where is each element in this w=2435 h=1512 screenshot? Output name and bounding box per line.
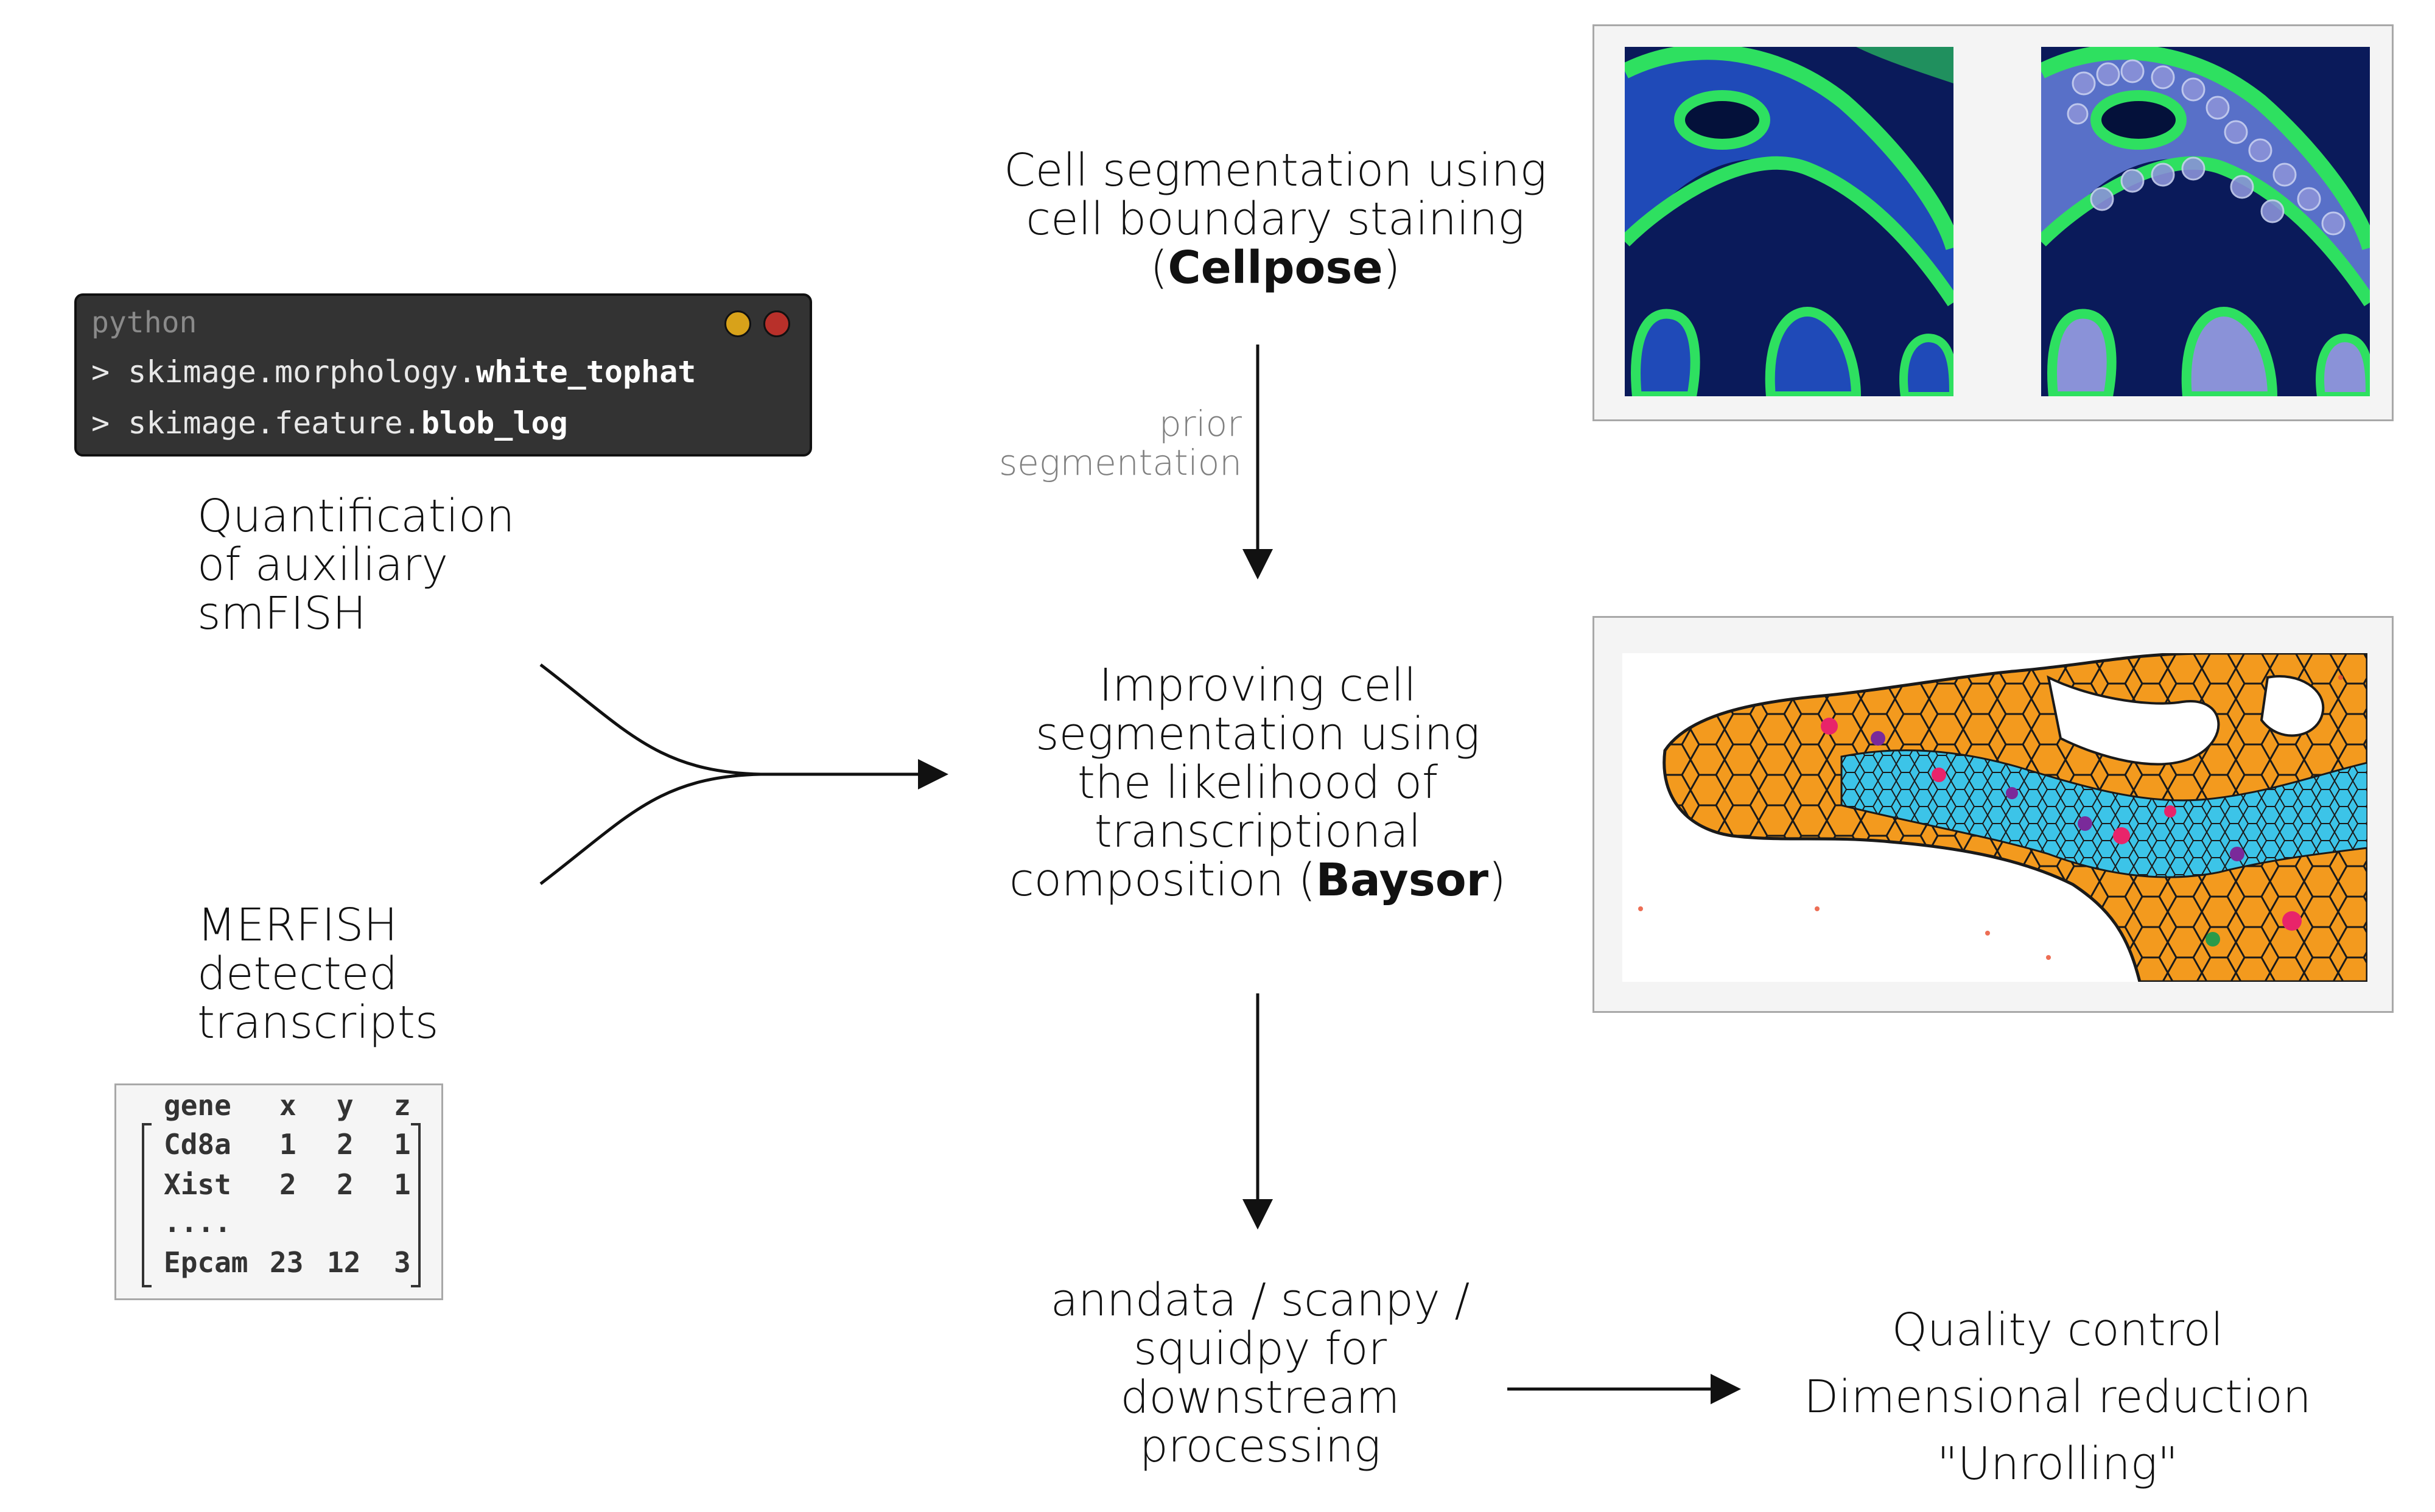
prior-segmentation-note: prior segmentation	[998, 403, 1242, 483]
table-cell: Cd8a	[164, 1128, 231, 1161]
table-cell: Epcam	[164, 1246, 248, 1279]
table-ellipsis: ....	[164, 1206, 231, 1239]
merge-curve-top	[539, 663, 762, 776]
merge-curve-bottom	[539, 772, 762, 885]
baysor-segmentation-image	[1622, 653, 2367, 982]
cellpose-tool-name: Cellpose	[1168, 242, 1383, 294]
segmented-cells-image	[2041, 47, 2370, 396]
step-quality-control: Quality control	[1891, 1304, 2224, 1356]
table-cell: 1	[279, 1128, 296, 1161]
table-cell: 2	[279, 1168, 296, 1201]
window-red-button	[763, 310, 790, 337]
smfish-label: Quantification of auxiliary smFISH	[197, 490, 515, 640]
terminal-language: python	[91, 306, 197, 340]
table-cell: 23	[270, 1246, 304, 1279]
window-yellow-button	[724, 310, 751, 337]
analysis-steps: Quality control Dimensional reduction "U…	[1765, 1297, 2350, 1497]
table-cell: Xist	[164, 1168, 231, 1201]
merfish-label: MERFISH detected transcripts	[197, 899, 439, 1049]
table-header-y: y	[337, 1089, 354, 1122]
step-unrolling: "Unrolling"	[1936, 1438, 2179, 1490]
baysor-step-label: Improving cell segmentation using the li…	[1009, 659, 1507, 906]
cellpose-step-label: Cell segmentation using cell boundary st…	[1004, 144, 1547, 294]
baysor-tool-name: Baysor	[1316, 854, 1489, 906]
table-header-z: z	[394, 1089, 411, 1122]
cellpose-image-panel	[1592, 24, 2394, 421]
table-header-gene: gene	[164, 1089, 231, 1122]
terminal-line-2: > skimage.feature.blob_log	[91, 405, 568, 441]
terminal-line-1: > skimage.morphology.white_tophat	[91, 354, 696, 390]
code-terminal: python > skimage.morphology.white_tophat…	[74, 293, 812, 457]
table-cell: 12	[327, 1246, 361, 1279]
table-cell: 2	[337, 1128, 354, 1161]
table-cell: 1	[394, 1168, 411, 1201]
table-header-x: x	[279, 1089, 296, 1122]
baysor-image-panel	[1592, 616, 2394, 1013]
step-dimensional-reduction: Dimensional reduction	[1804, 1371, 2311, 1423]
matrix-brackets	[142, 1123, 421, 1287]
raw-stain-image	[1625, 47, 1953, 396]
transcript-table: gene x y z Cd8a 1 2 1 Xist 2 2 1 .... Ep…	[114, 1083, 443, 1300]
table-cell: 3	[394, 1246, 411, 1279]
table-cell: 2	[337, 1168, 354, 1201]
table-cell: 1	[394, 1128, 411, 1161]
downstream-step-label: anndata / scanpy / squidpy for downstrea…	[1050, 1274, 1470, 1472]
